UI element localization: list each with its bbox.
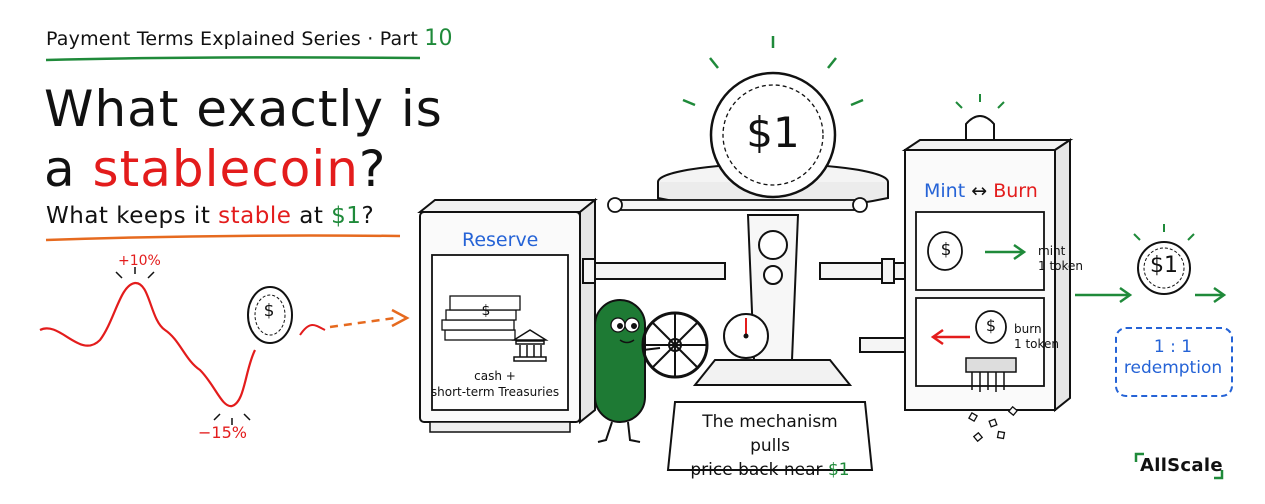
rolling-coin-rim bbox=[254, 294, 286, 336]
redemption-label: 1 : 1 redemption bbox=[1118, 337, 1228, 379]
valve-wheel bbox=[641, 311, 709, 379]
wave-tail bbox=[299, 324, 326, 336]
series-part-number: 10 bbox=[424, 26, 453, 51]
big-dollar-coin bbox=[682, 36, 864, 199]
mint-note-line-1: mint bbox=[1038, 244, 1066, 258]
mint-burn-title: Mint ↔ Burn bbox=[924, 180, 1038, 202]
subtitle-text-a: What keeps it bbox=[46, 203, 211, 229]
connecting-pipes bbox=[582, 258, 906, 353]
subtitle-price: $1 bbox=[331, 203, 362, 229]
reserve-title: Reserve bbox=[462, 229, 539, 251]
redemption-text: redemption bbox=[1123, 358, 1223, 378]
burn-note: burn 1 token bbox=[1014, 322, 1059, 352]
brand-brackets bbox=[1134, 452, 1224, 480]
page-title-line-2: a stablecoin? bbox=[44, 140, 386, 198]
reserve-note: cash + short-term Treasuries bbox=[430, 368, 560, 400]
mechanism-line-1: The mechanism pulls bbox=[702, 412, 838, 456]
title-word-a: a bbox=[44, 140, 76, 198]
subtitle-word-stable: stable bbox=[218, 203, 292, 229]
siren-icon bbox=[965, 115, 995, 141]
price-volatility-wave bbox=[39, 281, 256, 408]
rolling-coin-symbol: $ bbox=[263, 301, 275, 321]
redemption-ratio: 1 : 1 bbox=[1153, 337, 1193, 357]
mechanism-sign-text: The mechanism pulls price back near $1 bbox=[680, 410, 860, 482]
burn-coin-symbol: $ bbox=[985, 316, 997, 335]
reserve-note-line-1: cash + bbox=[474, 369, 516, 383]
bank-icon bbox=[511, 329, 549, 362]
subtitle-text-at: at bbox=[299, 203, 324, 229]
price-up-label: +10% bbox=[118, 253, 161, 269]
mint-note-line-2: 1 token bbox=[1038, 259, 1084, 273]
green-character bbox=[594, 299, 661, 443]
reserve-safe bbox=[417, 197, 598, 433]
burn-note-line-2: 1 token bbox=[1014, 337, 1060, 351]
burn-note-line-1: burn bbox=[1014, 322, 1042, 336]
balance-scale bbox=[607, 163, 889, 386]
series-underline bbox=[45, 56, 421, 62]
series-label: Payment Terms Explained Series · Part 10 bbox=[46, 26, 453, 51]
subtitle-question-mark: ? bbox=[361, 203, 375, 229]
big-coin-label: $1 bbox=[746, 108, 800, 157]
page-title-line-1: What exactly is bbox=[44, 80, 443, 138]
redemption-box bbox=[1115, 327, 1233, 397]
mint-burn-machine bbox=[901, 94, 1074, 443]
output-coin-label: $1 bbox=[1150, 253, 1178, 278]
subtitle: What keeps it stable at $1? bbox=[46, 203, 374, 229]
output-flow bbox=[1075, 224, 1233, 397]
mechanism-sign bbox=[666, 401, 874, 471]
dashed-arrow-line bbox=[329, 316, 396, 329]
subtitle-underline bbox=[45, 234, 401, 242]
mint-coin-symbol: $ bbox=[940, 240, 952, 260]
series-text: Payment Terms Explained Series · Part bbox=[46, 28, 419, 50]
coin-shine-rays bbox=[682, 36, 864, 107]
burn-label: Burn bbox=[993, 180, 1038, 202]
price-down-label: −15% bbox=[198, 423, 247, 442]
reserve-note-line-2: short-term Treasuries bbox=[430, 385, 560, 399]
title-question-mark: ? bbox=[358, 140, 387, 198]
mint-label: Mint bbox=[924, 180, 966, 202]
dashed-arrow-head bbox=[391, 308, 410, 328]
peak-sparks bbox=[115, 267, 251, 425]
mint-note: mint 1 token bbox=[1038, 244, 1083, 274]
mechanism-line-2: price back near bbox=[690, 460, 823, 480]
title-word-stablecoin: stablecoin bbox=[92, 140, 359, 198]
money-stack-symbol: $ bbox=[481, 303, 491, 319]
brand-logo: AllScale bbox=[1140, 455, 1223, 476]
title-text: What exactly is bbox=[44, 80, 443, 138]
mechanism-price: $1 bbox=[827, 460, 850, 480]
bidirectional-arrow-icon: ↔ bbox=[971, 180, 988, 202]
